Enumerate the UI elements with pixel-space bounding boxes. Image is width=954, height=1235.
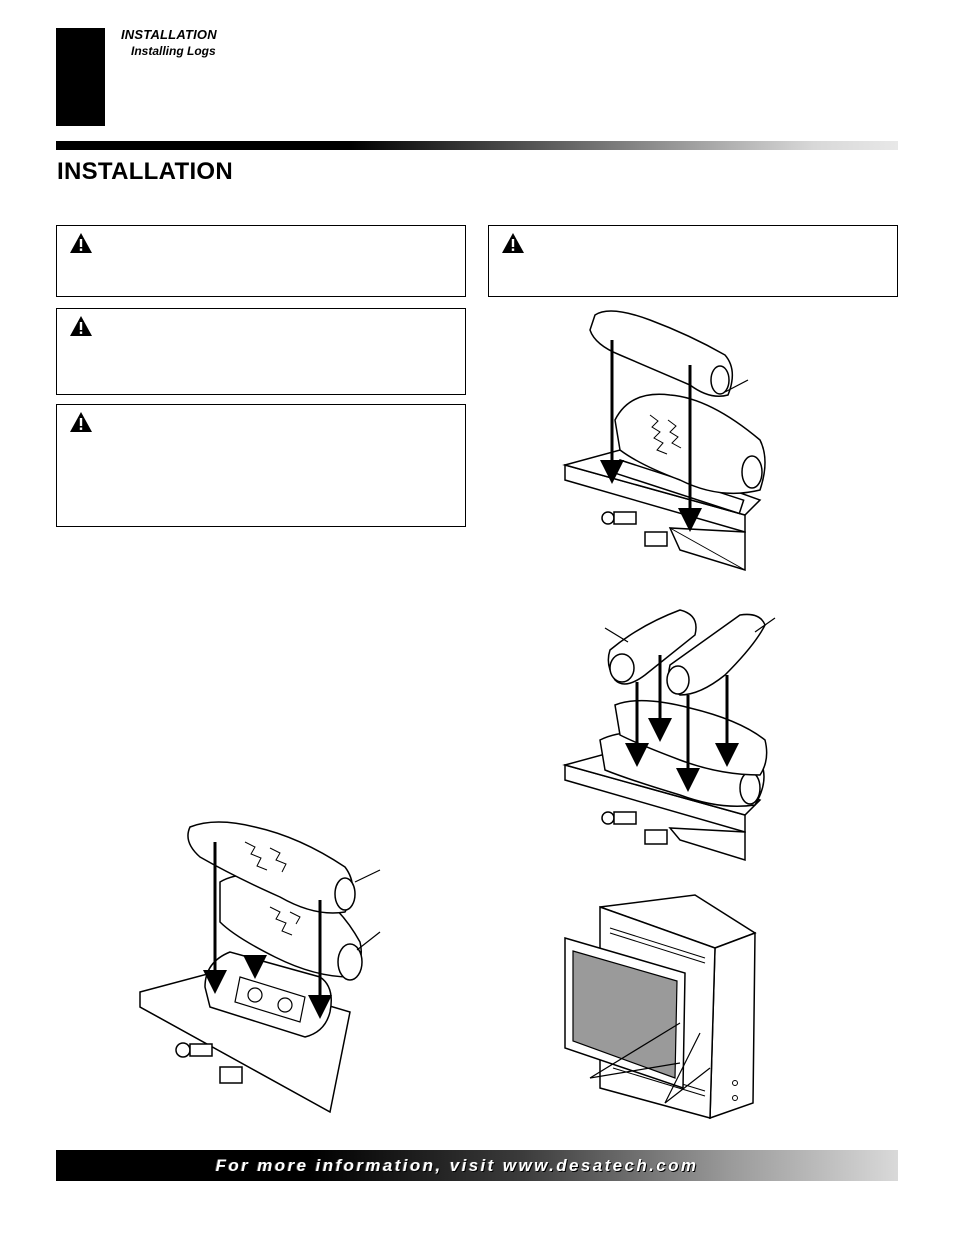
figure-rear-log-installation: [562, 310, 766, 572]
header-section-title: INSTALLATION: [121, 27, 217, 42]
section-tab-block: [56, 28, 105, 126]
footer-website-text: For more information, visit www.desatech…: [215, 1155, 699, 1175]
footer-bar: For more information, visit www.desatech…: [56, 1150, 898, 1181]
warning-box-2: [56, 308, 466, 395]
warning-triangle-icon: [70, 316, 92, 336]
warning-triangle-icon: [70, 412, 92, 432]
figure-firebox-glass-door: [564, 894, 757, 1120]
figure-log-set-on-grate: [139, 821, 381, 1114]
warning-box-3: [56, 404, 466, 527]
header-gradient-rule: [56, 141, 898, 150]
warning-box-4: [488, 225, 898, 297]
header-subsection-title: Installing Logs: [131, 44, 216, 58]
warning-triangle-icon: [502, 233, 524, 253]
figure-front-log-installation: [562, 609, 776, 862]
warning-box-1: [56, 225, 466, 297]
warning-triangle-icon: [70, 233, 92, 253]
page-title: INSTALLATION: [57, 158, 234, 185]
